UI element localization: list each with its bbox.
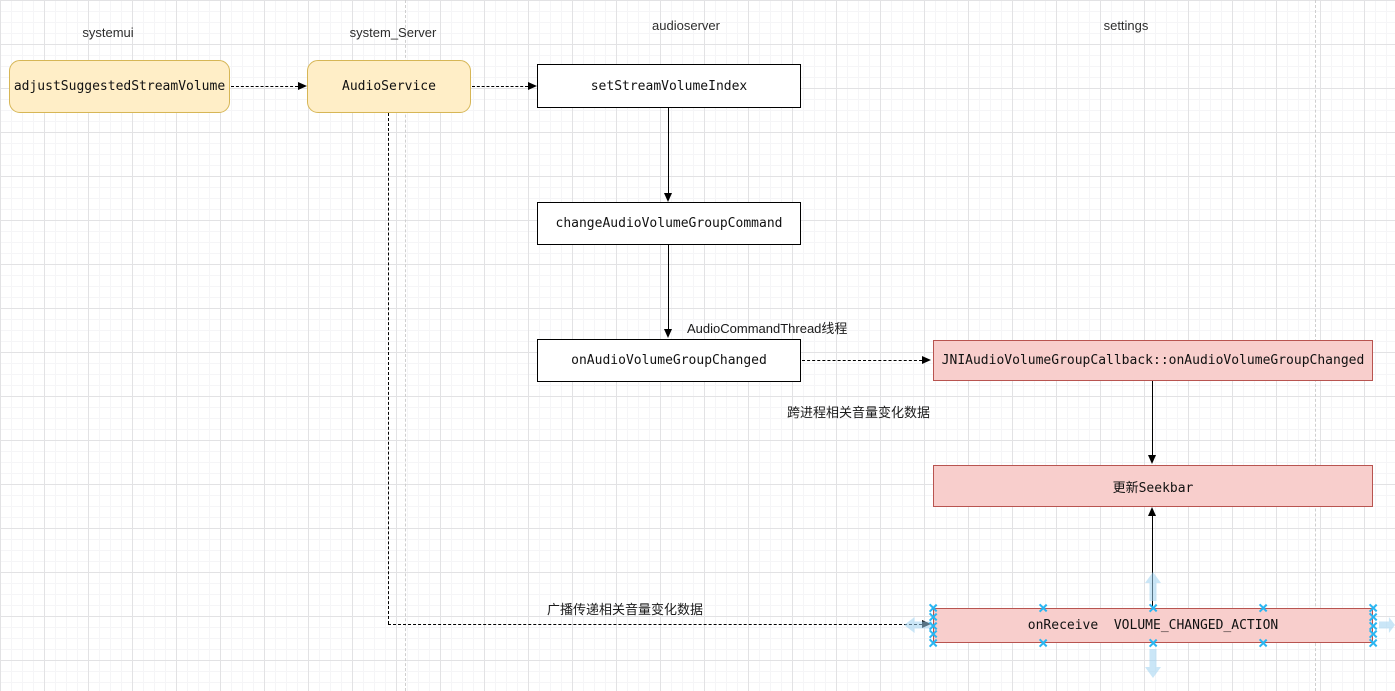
connection-point-handle[interactable] xyxy=(929,604,937,612)
arrowhead-down-icon xyxy=(1148,455,1156,464)
hover-arrow-down-icon[interactable] xyxy=(1145,649,1161,678)
node-on-audio-volume-group-changed[interactable]: onAudioVolumeGroupChanged xyxy=(537,339,801,382)
column-header-audioserver[interactable]: audioserver xyxy=(652,18,720,33)
node-on-receive-volume-changed-action[interactable]: onReceive VOLUME_CHANGED_ACTION xyxy=(933,608,1373,643)
connection-point-handle[interactable] xyxy=(929,630,937,638)
connection-point-handle[interactable] xyxy=(1039,639,1047,647)
arrowhead-right-icon xyxy=(298,82,307,90)
node-adjust-suggested-stream-volume[interactable]: adjustSuggestedStreamVolume xyxy=(9,60,230,113)
arrowhead-right-icon xyxy=(922,356,931,364)
page-divider-left xyxy=(405,0,406,691)
column-header-systemui[interactable]: systemui xyxy=(82,25,134,40)
connection-point-handle[interactable] xyxy=(1039,604,1047,612)
hover-arrow-up-icon[interactable] xyxy=(1145,572,1161,601)
hover-arrow-right-icon[interactable] xyxy=(1379,617,1395,633)
node-set-stream-volume-index[interactable]: setStreamVolumeIndex xyxy=(537,64,801,108)
edge-label-broadcast[interactable]: 广播传递相关音量变化数据 xyxy=(547,602,704,617)
connection-point-handle[interactable] xyxy=(929,613,937,621)
connection-point-handle[interactable] xyxy=(929,639,937,647)
edge-label-audiocommandthread[interactable]: AudioCommandThread线程 xyxy=(687,321,848,336)
node-change-audio-volume-group-command[interactable]: changeAudioVolumeGroupCommand xyxy=(537,202,801,245)
edge-line-vertical xyxy=(388,113,389,624)
column-header-settings[interactable]: settings xyxy=(1103,18,1149,33)
edge-line-horizontal xyxy=(388,624,922,625)
edge-line xyxy=(668,245,669,330)
edge-line xyxy=(668,108,669,194)
edge-line xyxy=(472,86,528,87)
connection-point-handle[interactable] xyxy=(1259,604,1267,612)
connection-point-handle[interactable] xyxy=(1149,639,1157,647)
arrowhead-up-icon xyxy=(1148,507,1156,516)
connection-point-handle[interactable] xyxy=(1369,613,1377,621)
edge-line xyxy=(231,86,298,87)
edge-label-cross-process[interactable]: 跨进程相关音量变化数据 xyxy=(787,405,931,420)
connection-point-handle[interactable] xyxy=(1149,604,1157,612)
edge-line xyxy=(1152,516,1153,608)
node-jni-audio-volume-group-callback[interactable]: JNIAudioVolumeGroupCallback::onAudioVolu… xyxy=(933,340,1373,381)
arrowhead-down-icon xyxy=(664,329,672,338)
connection-point-handle[interactable] xyxy=(1369,630,1377,638)
node-audio-service[interactable]: AudioService xyxy=(307,60,471,113)
node-update-seekbar[interactable]: 更新Seekbar xyxy=(933,465,1373,507)
arrowhead-right-icon xyxy=(528,82,537,90)
arrowhead-down-icon xyxy=(664,193,672,202)
edge-line xyxy=(1152,381,1153,456)
connection-point-handle[interactable] xyxy=(1259,639,1267,647)
connection-point-handle[interactable] xyxy=(1369,604,1377,612)
column-header-system-server[interactable]: system_Server xyxy=(349,25,437,40)
connection-point-handle[interactable] xyxy=(1369,639,1377,647)
edge-line xyxy=(802,360,922,361)
